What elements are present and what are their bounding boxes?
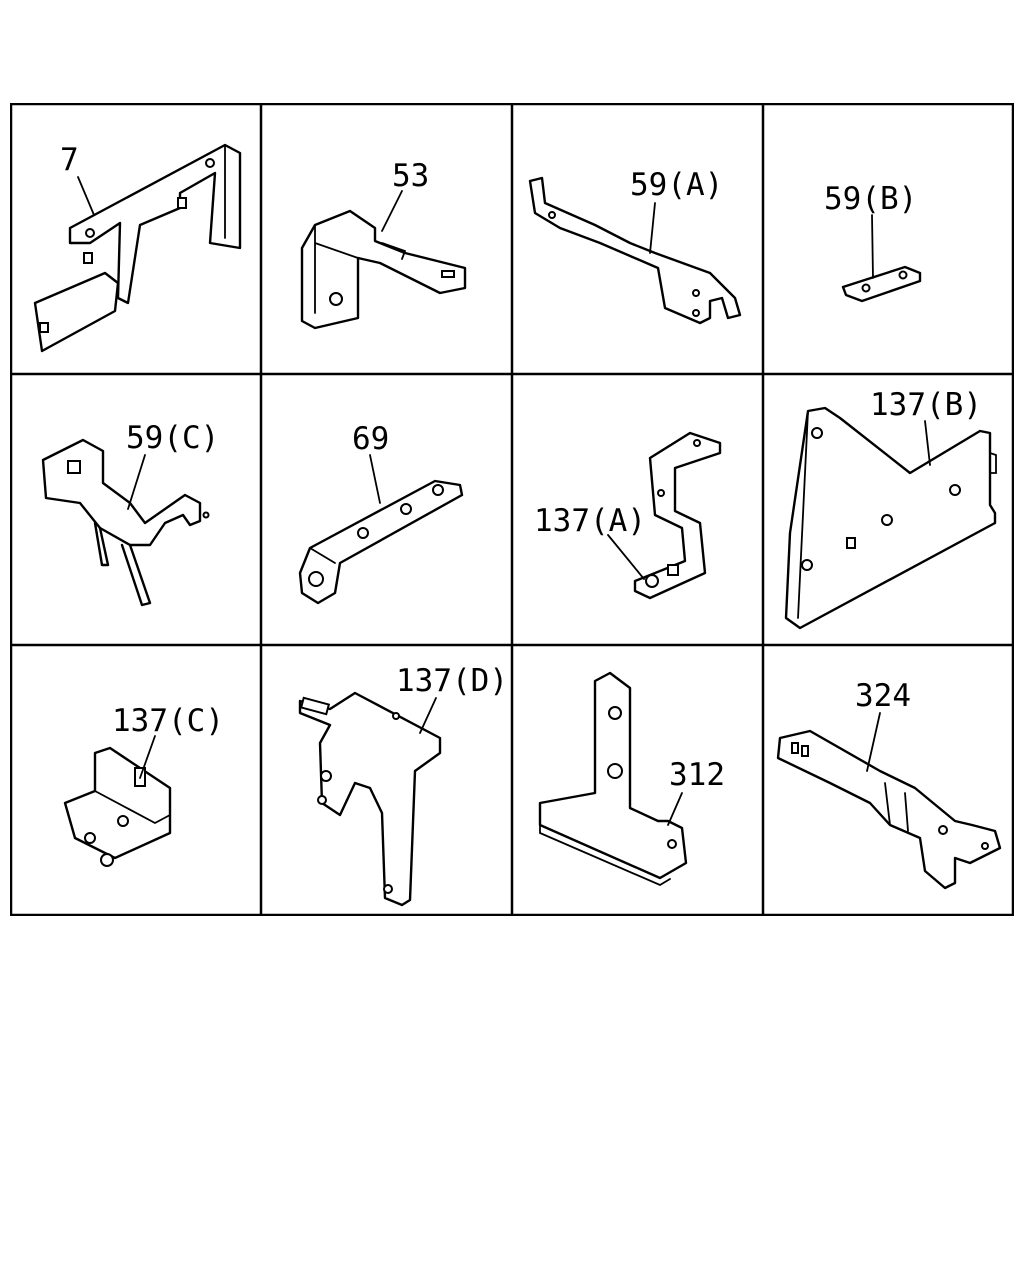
bracket-137d-drawing — [298, 691, 442, 907]
part-label-59c: 59(C) — [126, 420, 219, 456]
part-cell-53: 53 — [300, 158, 467, 330]
part-cell-137c: 137(C) — [63, 703, 224, 867]
part-cell-7: 7 — [33, 142, 242, 353]
bracket-53-drawing — [300, 209, 467, 330]
part-label-137b: 137(B) — [870, 387, 982, 423]
part-cell-59c: 59(C) — [41, 420, 219, 607]
bracket-137b-drawing — [784, 406, 997, 630]
part-label-324: 324 — [855, 678, 911, 714]
leader-line-137d — [419, 697, 437, 734]
leader-line-7 — [77, 176, 95, 216]
bracket-59c-drawing — [41, 438, 210, 607]
part-cell-59a: 59(A) — [528, 167, 742, 325]
part-label-7: 7 — [60, 142, 79, 178]
bracket-137c-drawing — [63, 746, 172, 867]
part-label-137d: 137(D) — [396, 663, 508, 699]
leader-line-53 — [381, 190, 403, 232]
bracket-312-drawing — [538, 671, 688, 887]
bracket-324-drawing — [776, 729, 1002, 890]
bracket-7-drawing — [33, 143, 242, 353]
parts-diagram: 7 53 59(A) 59(B) — [10, 103, 1014, 916]
part-label-53: 53 — [392, 158, 429, 194]
part-cell-137a: 137(A) — [534, 431, 722, 600]
bracket-59a-drawing — [528, 176, 742, 325]
part-cell-137b: 137(B) — [784, 387, 997, 630]
part-label-69: 69 — [352, 421, 389, 457]
leader-line-137b — [924, 420, 931, 466]
grid-frame — [10, 103, 1014, 916]
part-label-312: 312 — [669, 757, 725, 793]
bracket-59b-drawing — [841, 265, 922, 303]
leader-line-324 — [866, 712, 881, 772]
bracket-69-drawing — [298, 479, 464, 605]
leader-line-59c — [127, 454, 146, 510]
leader-line-69 — [369, 454, 381, 504]
part-cell-312: 312 — [538, 671, 725, 887]
part-cell-137d: 137(D) — [298, 663, 508, 907]
leader-line-312 — [667, 792, 683, 826]
part-label-59b: 59(B) — [824, 181, 917, 217]
part-cell-324: 324 — [776, 678, 1002, 890]
parts-grid: 7 53 59(A) 59(B) — [10, 103, 1014, 916]
leader-line-59a — [649, 202, 656, 254]
part-label-59a: 59(A) — [630, 167, 723, 203]
leader-line-137c — [139, 735, 156, 779]
part-label-137a: 137(A) — [534, 503, 646, 539]
leader-line-137a — [607, 534, 645, 580]
part-label-137c: 137(C) — [112, 703, 224, 739]
bracket-137a-drawing — [633, 431, 722, 600]
part-cell-59b: 59(B) — [824, 181, 922, 303]
leader-line-59b — [871, 214, 874, 279]
part-cell-69: 69 — [298, 421, 464, 605]
